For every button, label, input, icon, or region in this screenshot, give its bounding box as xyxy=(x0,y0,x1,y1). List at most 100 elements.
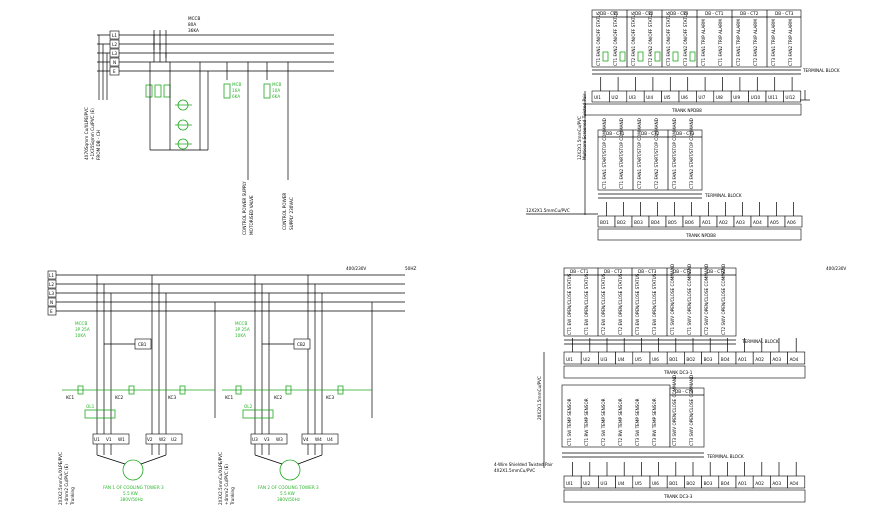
q2-vertical-cable: 12X2X1.5mmCu/PVC Multicore Screened Twis… xyxy=(577,93,587,160)
phase-label: L3 xyxy=(112,51,117,56)
db-header: DB - CT1 xyxy=(673,269,692,274)
q4-top-signals: CT1 EW OPEN/CLOSE STATUS CT1 EW OPEN/CLO… xyxy=(567,264,726,335)
overload-label: OL1 xyxy=(86,404,95,409)
terminal-cell-label: BO4 xyxy=(721,357,730,362)
terminal-cell-label: BO1 xyxy=(669,357,678,362)
feed-label: MOTORISED VALVE xyxy=(249,195,254,235)
db-header: DB - CT1 xyxy=(570,269,589,274)
terminal-cell-label: BO1 xyxy=(669,481,678,486)
signal-label: CT3 EW OPEN/CLOSE STATUS xyxy=(635,273,640,335)
db-header: DB - CT3 xyxy=(670,11,689,16)
cable-note-line: +4mm2 Cu/PVC (E) xyxy=(224,464,229,505)
q3-motor-schematic: 400/230V 50HZ L1 L2 L3 N E MCCB 3P 25A 1… xyxy=(47,266,416,506)
signal-label: CT2 EW OPEN/CLOSE STATUS xyxy=(601,273,606,335)
signal-label: CT1 EW OPEN/CLOSE STATUS xyxy=(584,273,589,335)
signal-label: CT3 RW TEMP SENSOR xyxy=(652,398,657,446)
terminal-cell-label: UI3 xyxy=(629,95,636,100)
cable-note-line: +1X35Sqmm Cu/PVC (E) xyxy=(90,108,95,160)
q1-mccb-text: MCCB xyxy=(188,16,200,21)
terminal-block-label: TERMINAL BLOCK xyxy=(741,339,779,344)
terminal-cell-label: UI5 xyxy=(635,481,642,486)
terminal-cell-label: BO1 xyxy=(600,220,609,225)
q3-starter-1: MCCB 3P 25A 10KA CB1 KC1 KC2 KC3 OL1 U1 … xyxy=(62,275,216,502)
q4-trunk-bottom-box xyxy=(563,489,806,503)
mcb-text: MCB xyxy=(232,82,242,87)
signal-label: CT3 SWV OPEN/CLOSE COMMAND xyxy=(672,375,677,446)
terminal-label: V1 xyxy=(106,437,112,442)
terminal-cell-label: UI4 xyxy=(646,95,653,100)
signal-label: CT1 SWV OPEN/CLOSE COMMAND xyxy=(687,264,692,335)
signal-label: CT1 FAN2 ON/OFF STATUS xyxy=(613,11,618,66)
q4-trunk-top-box xyxy=(563,365,806,379)
q4-voltage-label: 400/230V xyxy=(826,266,846,271)
terminal-cell-label: BO6 xyxy=(685,220,694,225)
signal-label: CT1 FAN1 START/STOP COMMAND xyxy=(602,118,607,189)
phase-label: N xyxy=(113,60,116,65)
q1-phase-boxes: L1 L2 L3 N E xyxy=(109,30,120,76)
signal-label: CT2 FAN2 START/STOP COMMAND xyxy=(654,118,659,189)
contactor-label: KC2 xyxy=(115,395,123,400)
q1-feed1-label: CONTROL POWER SUPPLY MOTORISED VALVE xyxy=(242,181,254,235)
db-header: DB - CT2 xyxy=(740,11,759,16)
signal-label: CT2 FAN2 TRIP ALARM xyxy=(753,19,758,66)
q2-top-signals: CT1 FAN1 ON/OFF STATUS CT1 FAN2 ON/OFF S… xyxy=(596,11,793,66)
signal-label: CT1 SW TEMP SENSOR xyxy=(567,398,572,446)
terminal-cell-label: AO2 xyxy=(719,220,728,225)
q3-phase-boxes: L1 L2 L3 N E xyxy=(47,270,57,316)
signal-label: CT2 SW TEMP SENSOR xyxy=(601,398,606,446)
db-header: DB - CT1 xyxy=(600,11,619,16)
q4-io-schematic: 400/230V DB - CT1 DB - CT2 DB - CT3 DB -… xyxy=(494,264,846,503)
motor-label: FAN 2 OF COOLING TOWER 3 xyxy=(258,485,319,490)
trunk-label: TRANK DC3-3 xyxy=(663,494,693,499)
terminal-cell-label: AO2 xyxy=(755,357,764,362)
db-header: DB - CT2 xyxy=(707,269,726,274)
trunk-label: TRANK DC3-1 xyxy=(663,370,693,375)
q4-ct3-frame xyxy=(669,387,705,448)
terminal-cell-label: BO5 xyxy=(668,220,677,225)
terminal-label: V2 xyxy=(147,437,153,442)
breaker-rating: 3P 25A xyxy=(75,327,90,332)
breaker-text: MCCB xyxy=(75,321,87,326)
db-header: DB - CT3 xyxy=(638,269,657,274)
terminal-cell-label: UI8 xyxy=(716,95,723,100)
terminal-cell-label: AO1 xyxy=(738,357,747,362)
mcb-ka: 6KA xyxy=(272,94,280,99)
terminal-cell-label: UI5 xyxy=(664,95,671,100)
terminal-label: W4 xyxy=(315,437,322,442)
q1-cable-note: 4X70Sqmm Cu/XLPE/PVC +1X35Sqmm Cu/PVC (E… xyxy=(84,107,101,160)
terminal-cell-label: UI4 xyxy=(618,481,625,486)
cable-note-line: Multicore Screened Twisted Pair xyxy=(582,93,587,160)
terminal-cell-label: AO1 xyxy=(738,481,747,486)
trunk-label: TRANK NPDB8 xyxy=(685,233,716,238)
signal-label: CT2 EW OPEN/CLOSE STATUS xyxy=(618,273,623,335)
terminal-label: U1 xyxy=(94,437,100,442)
q1-mccb-rating: 80A xyxy=(188,22,196,27)
signal-label: CT1 EW OPEN/CLOSE STATUS xyxy=(567,273,572,335)
db-header: DB - CT1 xyxy=(606,131,625,136)
terminal-cell-label: AO2 xyxy=(755,481,764,486)
mcb-rating: 16A xyxy=(232,88,240,93)
breaker-rating: 3P 25A xyxy=(235,327,250,332)
terminal-block-label: TERMINAL BLOCK xyxy=(704,193,742,198)
q4-lower-signals: CT1 SW TEMP SENSOR CT1 RW TEMP SENSOR CT… xyxy=(567,375,694,446)
cable-note-line: Trunking xyxy=(230,487,235,506)
signal-label: CT1 SWV OPEN/CLOSE COMMAND xyxy=(670,264,675,335)
terminal-cell-label: AO4 xyxy=(790,357,799,362)
db-header: DB - CT1 xyxy=(705,11,724,16)
terminal-cell-label: AO1 xyxy=(702,220,711,225)
q2-db-dividers xyxy=(626,10,768,67)
terminal-cell-label: UI9 xyxy=(733,95,740,100)
terminal-label: W2 xyxy=(159,437,166,442)
phase-label: L1 xyxy=(49,273,54,278)
terminal-cell-label: UI7 xyxy=(698,95,705,100)
q1-main-breaker-label: MCCB 80A 36KA xyxy=(188,16,200,33)
signal-label: CT2 FAN1 START/STOP COMMAND xyxy=(637,118,642,189)
db-header: DB - CT2 xyxy=(635,11,654,16)
phase-label: L2 xyxy=(112,42,117,47)
cable-note: 20X2X1.5mmCu/PVC xyxy=(537,376,542,420)
terminal-label: W3 xyxy=(276,437,283,442)
q2-db-headers: DB - CT1 DB - CT2 DB - CT3 DB - CT1 DB -… xyxy=(600,11,794,16)
q1-mcb2-label: MCB 10A 6KA xyxy=(272,82,282,99)
